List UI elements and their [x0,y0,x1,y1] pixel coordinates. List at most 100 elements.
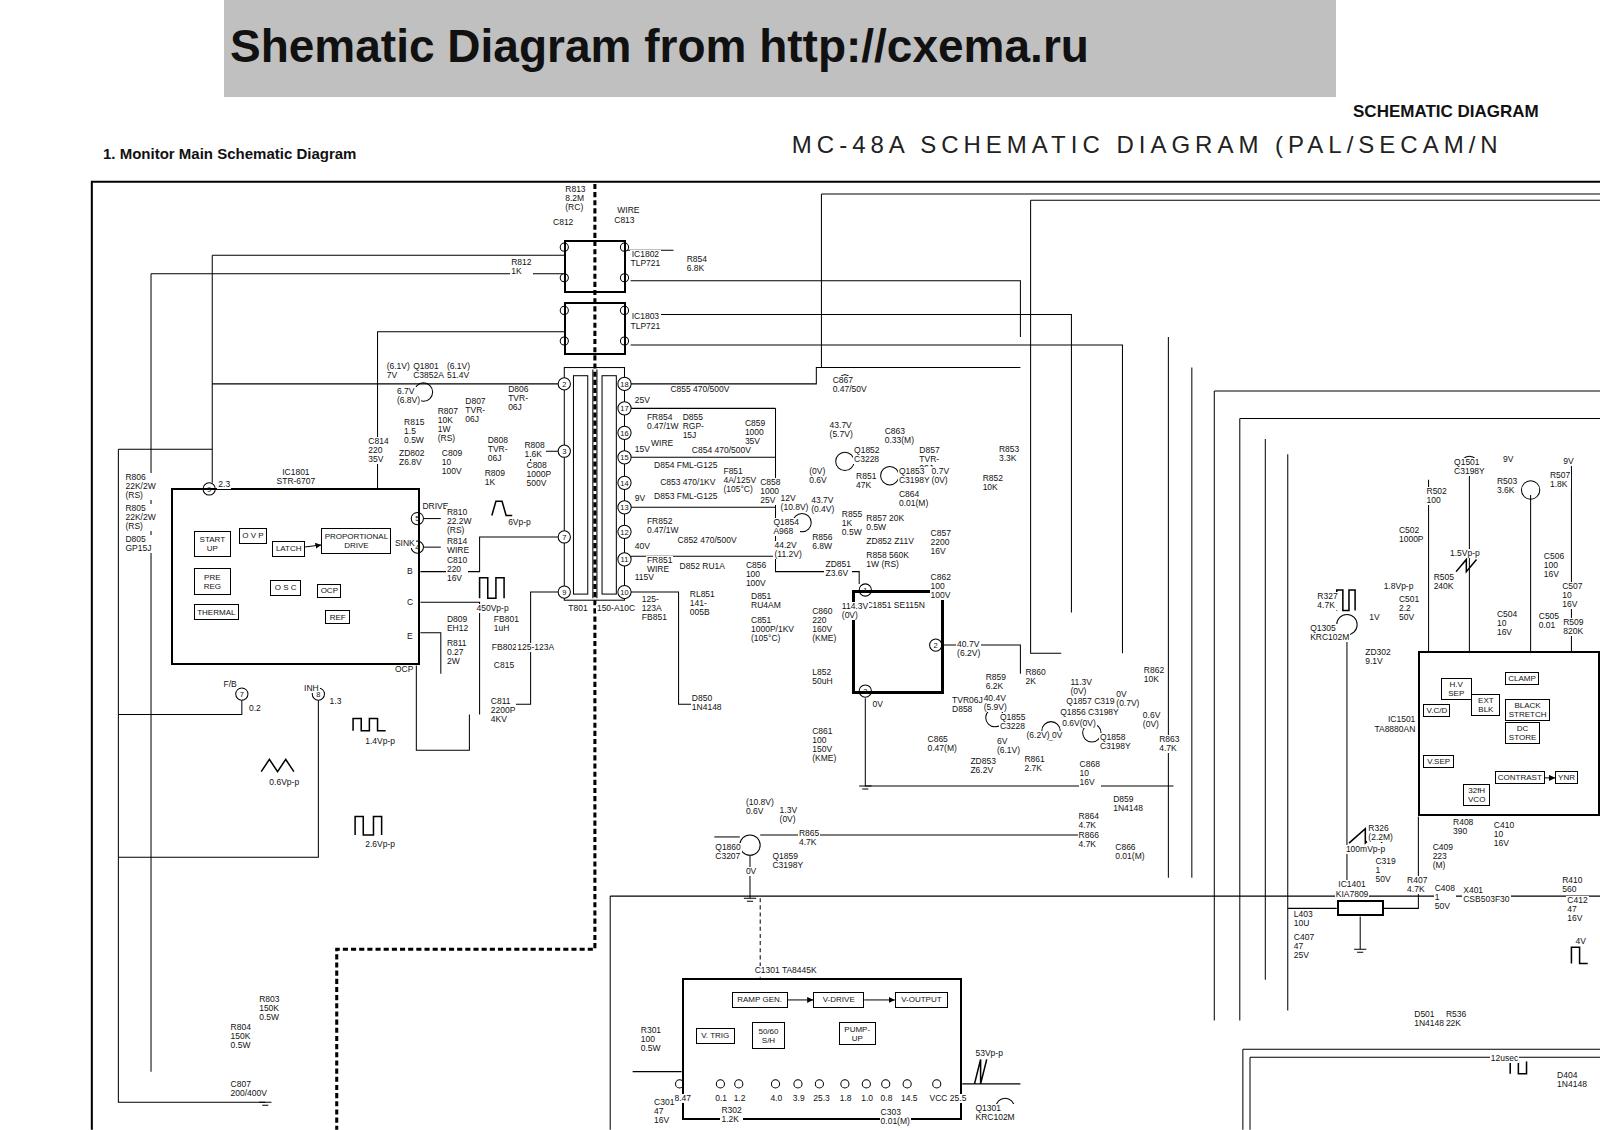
wire [633,1071,682,1072]
component-label: 0.2 [248,704,262,713]
component-label: D853 FML-G125 [653,492,718,501]
wire [1214,391,1215,1021]
component-label: F/B [222,680,237,689]
component-label: ZD802 Z6.8V [398,449,426,467]
component-label: 40.7V (6.2V) [956,640,981,658]
component-label: C410 10 16V [1493,821,1515,848]
wire [1288,908,1337,909]
component-label: R408 390 [1452,818,1474,836]
transistor-symbol [1521,481,1539,499]
component-label: C506 100 16V [1543,552,1565,579]
component-label: R864 4.7K [1078,812,1100,830]
wire [631,457,776,458]
component-label: C815 [493,661,515,670]
function-block: 50/60 S/H [752,1022,785,1049]
component-label: T801 [567,604,588,613]
component-label: Q1855 C3228 [999,713,1027,731]
pin-circle [618,402,631,415]
component-label: C807 200/400V [230,1080,268,1098]
signal-arrow [305,545,321,547]
component-label: R803 150K 0.5W [258,995,280,1022]
component-label: Q1854 A968 [772,518,800,536]
wire [1428,480,1429,651]
component-label: 100mVp-p [1345,845,1386,854]
wire [865,698,1173,786]
block-label: YNR [1558,773,1575,782]
component-label: R410 560 [1561,876,1583,894]
pin-number: 14 [620,478,628,487]
wire [423,518,440,519]
block-label: DC STORE [1506,724,1539,742]
wire [749,855,750,898]
transformer-symbol [564,368,624,601]
component-label: C809 10 100V [441,449,463,476]
block-label: V-OUTPUT [901,995,941,1004]
component-label: C412 47 16V [1566,896,1588,923]
block-label: RAMP GEN. [737,995,782,1004]
pin-number: 7 [562,532,566,541]
component-label: C853 470/1KV [659,478,716,487]
wire [151,274,152,1072]
wire [416,666,469,751]
component-label: D501 1N4148 [1413,1010,1445,1028]
function-block: O V P [239,528,268,544]
pin-number: 17 [620,404,628,413]
component-label: R503 3.6K [1496,477,1518,495]
component-label: C505 0.01 [1538,612,1560,630]
component-label: 3.9 [792,1094,806,1103]
component-label: 6.7V (6.8V) [396,387,421,405]
pin-number: 7 [240,689,244,698]
function-block: EXT BLK [1471,694,1500,716]
component-label: 0.6V (0V) [1142,711,1162,729]
component-label: R857 20K 0.5W [865,514,913,532]
component-label: 1.8 [839,1094,853,1103]
component-label: 12V (10.8V) [780,494,810,512]
component-label: R804 150K 0.5W [230,1023,252,1050]
wire [118,194,1600,1130]
wire [510,592,558,704]
component-label: R812 1K [510,258,532,276]
wire [1168,337,1169,878]
component-label: R813 8.2M (RC) [564,185,586,212]
transformer-symbol [573,376,587,594]
ic-heading: C1301 TA8445K [754,966,818,976]
component-label: L852 50uH [811,668,833,686]
component-label: (6.1V) 7V [386,362,411,380]
pin-circle [882,1080,890,1088]
component-label: 43.7V (0.4V) [810,496,835,514]
component-label: 0.6V(0V) [1061,719,1097,728]
component-label: WIRE [650,439,674,448]
waveform [261,759,294,771]
component-label: 450Vp-p [476,604,510,613]
ic-heading: IC1501 TA8880AN [1373,715,1416,734]
component-label: R301 100 0.5W [640,1026,662,1053]
component-label: R862 10K [1143,666,1165,684]
component-label: 11.3V (0V) [1069,678,1093,696]
pin-number: 8 [316,689,320,698]
component-label: RL851 141-005B [689,590,716,617]
component-label: D859 1N4148 [1112,795,1144,813]
component-label: 14.5 [900,1094,919,1103]
component-label: FB801 1uH [493,615,520,633]
pin-number: 3 [863,686,867,695]
component-label: 125-123A [516,643,555,652]
component-label: C857 2200 16V [930,529,952,556]
component-label: FR852 0.47/1W [646,517,680,535]
ground-symbol [1354,949,1366,952]
function-block: V-DRIVE [813,992,864,1008]
wire [1530,495,1531,651]
pin-circle [236,688,248,700]
block-label: PUMP-UP [840,1025,875,1043]
signal-arrow [1545,777,1555,778]
wire [631,368,1021,384]
ic-package: IC1501 TA8880ANH.V SEPEXT BLKCLAMPBLACK … [1418,651,1600,816]
function-block: OCP [317,584,341,598]
ic-name: IC1801 [277,468,316,478]
pin-number: 1 [863,585,867,594]
wire [1346,635,1347,898]
component-label: 0V (0.7V) [1115,690,1140,708]
component-label: WIRE [616,206,640,215]
pin-circle [930,639,942,651]
block-label: V.SEP [1427,757,1450,766]
component-label: C303 0.01(M) [880,1108,911,1126]
